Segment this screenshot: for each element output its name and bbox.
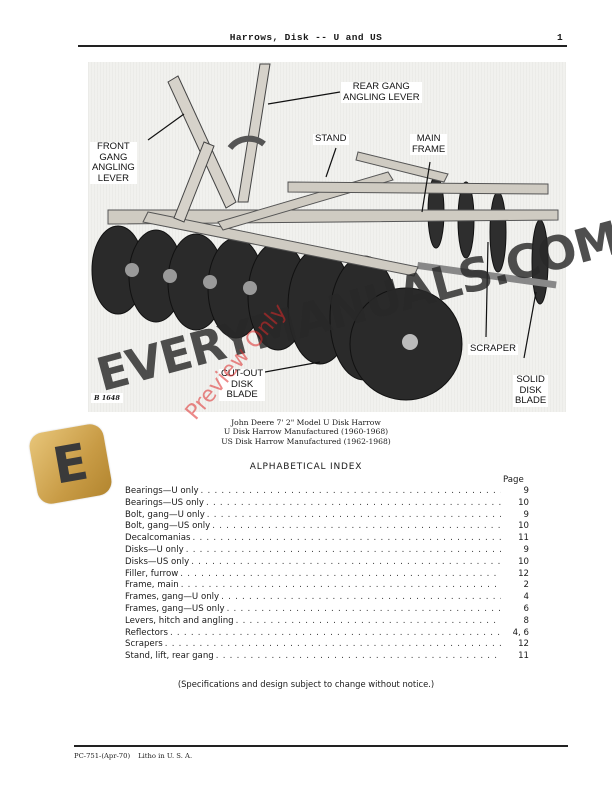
index-title: ALPHABETICAL INDEX (249, 462, 363, 472)
specifications-note: (Specifications and design subject to ch… (177, 679, 435, 689)
leader-dots (199, 486, 501, 498)
photo-reference-id: B 1648 (91, 393, 123, 403)
leader-dots (210, 521, 501, 533)
index-entry: Disks—US only10 (125, 557, 529, 569)
printing-note: Litho in U. S. A. (138, 752, 193, 760)
index-entry: Levers, hitch and angling8 (125, 616, 529, 628)
page-footer: PC-751-(Apr-70) Litho in U. S. A. (74, 752, 192, 760)
index-entry: Stand, lift, rear gang11 (125, 651, 529, 663)
leader-dots (163, 639, 501, 651)
callout-rear-gang-angling-lever: REAR GANG ANGLING LEVER (341, 81, 422, 103)
index-entry: Frame, main2 (125, 580, 529, 592)
leader-dots (178, 569, 501, 581)
index-entry: Decalcomanias11 (125, 533, 529, 545)
alphabetical-index: Bearings—U only9 Bearings—US only10 Bolt… (125, 486, 529, 663)
callout-front-gang-angling-lever: FRONT GANG ANGLING LEVER (90, 141, 137, 184)
figure-caption: John Deere 7' 2" Model U Disk Harrow U D… (221, 418, 391, 446)
callout-solid-disk-blade: SOLID DISK BLADE (513, 374, 549, 407)
index-entry: Frames, gang—U only4 (125, 592, 529, 604)
callout-stand: STAND (313, 133, 349, 145)
leader-dots (214, 651, 501, 663)
index-entry: Scrapers12 (125, 639, 529, 651)
leader-dots (219, 592, 501, 604)
index-page-column-header: Page (503, 475, 524, 485)
publication-code: PC-751-(Apr-70) (74, 752, 131, 760)
leader-dots (225, 604, 501, 616)
leader-dots (189, 557, 501, 569)
leader-dots (179, 580, 501, 592)
footer-divider (74, 745, 568, 747)
index-entry: Reflectors4, 6 (125, 628, 529, 640)
leader-dots (168, 628, 501, 640)
index-entry: Frames, gang—US only6 (125, 604, 529, 616)
leader-dots (205, 510, 501, 522)
page-header-title: Harrows, Disk -- U and US (229, 32, 383, 43)
callout-scraper: SCRAPER (468, 343, 518, 355)
callout-main-frame: MAIN FRAME (410, 133, 448, 155)
index-entry: Bolt, gang—U only9 (125, 510, 529, 522)
leader-dots (184, 545, 501, 557)
harrow-photo: REAR GANG ANGLING LEVER FRONT GANG ANGLI… (88, 62, 566, 412)
leader-dots (234, 616, 501, 628)
index-entry: Filler, furrow12 (125, 569, 529, 581)
disk-harrow-illustration (91, 63, 559, 401)
index-entry: Bearings—U only9 (125, 486, 529, 498)
leader-dots (190, 533, 501, 545)
logo-e-icon: E (48, 432, 93, 496)
index-entry: Bolt, gang—US only10 (125, 521, 529, 533)
header-divider (78, 45, 567, 47)
index-entry: Disks—U only9 (125, 545, 529, 557)
page-number: 1 (557, 32, 563, 43)
watermark-logo: E (27, 422, 114, 506)
callout-cut-out-disk-blade: CUT-OUT DISK BLADE (219, 368, 266, 401)
leader-dots (204, 498, 501, 510)
index-entry: Bearings—US only10 (125, 498, 529, 510)
